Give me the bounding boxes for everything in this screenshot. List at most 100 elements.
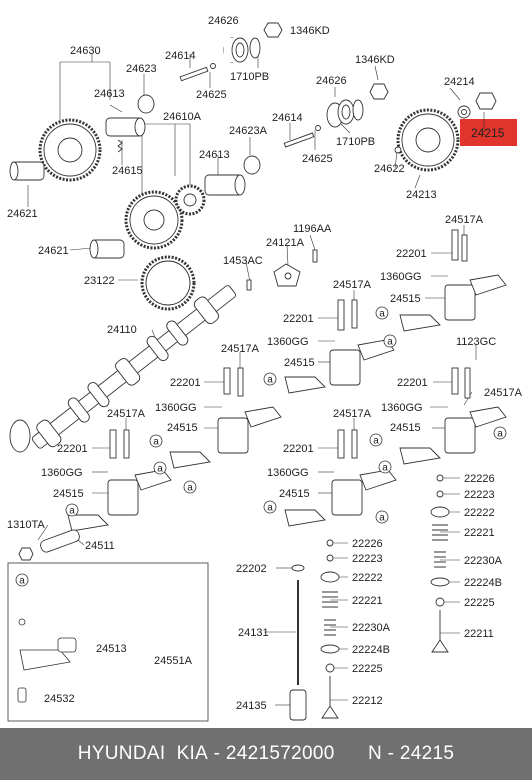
pin-24622 [394,146,402,154]
part-label[interactable]: 22211 [464,628,494,640]
seal-22202 [291,564,305,572]
inset-screw [17,687,27,703]
pin-1453ac [246,279,252,291]
part-label[interactable]: 22230A [464,555,503,567]
part-label[interactable]: 22221 [464,527,495,539]
rocker-group-right-mid [399,367,507,465]
marker-letter: a [153,437,159,448]
collar-24623 [137,94,155,114]
part-label[interactable]: 24135 [236,700,267,712]
valve-22211 [431,610,449,653]
part-label[interactable]: 24513 [96,643,127,655]
part-label[interactable]: 1360GG [380,271,422,283]
part-label[interactable]: 1310TA [7,519,45,531]
part-label[interactable]: 22224B [352,644,390,656]
part-label[interactable]: 24613 [94,88,125,100]
part-label[interactable]: 1360GG [267,336,309,348]
bolt-1196aa [312,249,318,263]
valve-trains [289,474,450,721]
part-label[interactable]: 1360GG [155,402,197,414]
part-label[interactable]: 22223 [464,489,495,501]
marker-letter: a [497,429,503,440]
part-label[interactable]: 24511 [85,540,115,552]
part-label[interactable]: 24630 [70,45,101,57]
part-label[interactable]: 24110 [107,324,137,336]
part-label[interactable]: 24626 [316,75,347,87]
marker-letter: a [267,375,273,386]
rocker-group-center [169,367,282,469]
part-label[interactable]: 22230A [352,622,391,634]
part-label[interactable]: 1360GG [267,467,309,479]
part-label[interactable]: 1196AA [293,223,332,235]
part-label[interactable]: 1453AC [223,255,263,267]
part-label[interactable]: 24517A [333,279,372,291]
part-label[interactable]: 1710PB [230,71,269,83]
part-label[interactable]: 1710PB [336,136,375,148]
part-label[interactable]: 22225 [464,597,495,609]
part-label[interactable]: 24214 [444,76,475,88]
part-label[interactable]: 24614 [165,50,196,62]
part-label[interactable]: 22221 [352,595,383,607]
footer-bar: HYUNDAI KIA - 2421572000 N - 24215 [0,728,532,780]
part-label[interactable]: 24515 [390,422,421,434]
nut-1346kd-right [369,83,389,100]
part-label[interactable]: 24515 [167,422,198,434]
part-label[interactable]: 1360GG [41,467,83,479]
part-label[interactable]: 22201 [283,313,314,325]
marker-letter: a [382,463,388,474]
camshaft-end [9,419,31,453]
nut-1346kd-top [263,22,283,38]
part-label[interactable]: 22212 [352,695,383,707]
part-label[interactable]: 24515 [279,488,310,500]
part-label[interactable]: 24626 [208,15,239,27]
part-label[interactable]: 24625 [302,153,333,165]
part-label[interactable]: 22226 [464,473,495,485]
part-label[interactable]: 1346KD [355,54,395,66]
part-label[interactable]: 24517A [221,343,260,355]
inset-bushing [57,637,77,653]
part-label[interactable]: 24613 [199,149,230,161]
part-label[interactable]: 24515 [390,293,421,305]
part-label[interactable]: 1360GG [381,402,423,414]
part-label[interactable]: 24131 [238,627,269,639]
part-label[interactable]: 24517A [484,387,523,399]
part-label[interactable]: 22201 [396,248,427,260]
spring-22230a-mid [324,619,336,636]
part-label[interactable]: 1123GC [456,336,496,348]
part-label[interactable]: 22222 [352,572,383,584]
part-label[interactable]: 24621 [38,245,69,257]
part-label[interactable]: 24517A [445,214,484,226]
part-label[interactable]: 24625 [196,89,227,101]
part-label[interactable]: 24121A [266,237,305,249]
part-label[interactable]: 24614 [272,112,303,124]
part-label[interactable]: 24517A [333,408,372,420]
part-label[interactable]: 24621 [7,208,38,220]
part-label[interactable]: 24623 [126,63,157,75]
part-label[interactable]: 24515 [53,488,84,500]
part-label[interactable]: 22224B [464,577,502,589]
part-label[interactable]: 22202 [236,563,267,575]
part-label[interactable]: 24517A [107,408,146,420]
part-label[interactable]: 24622 [374,163,405,175]
part-label[interactable]: 22226 [352,538,383,550]
part-label[interactable]: 24610A [163,111,202,123]
part-label[interactable]: 22201 [283,443,314,455]
part-label[interactable]: 24615 [112,165,143,177]
part-label[interactable]: 22201 [170,377,201,389]
part-label[interactable]: 22201 [397,377,428,389]
part-label[interactable]: 24551A [154,655,193,667]
part-label[interactable]: 24213 [406,189,437,201]
part-label[interactable]: 24515 [284,357,315,369]
footer-ref: N - 24215 [368,743,455,764]
part-label[interactable]: 1346KD [290,25,330,37]
part-label[interactable]: 24623A [229,125,268,137]
part-label[interactable]: 22225 [352,663,383,675]
nut-1310ta [18,547,34,561]
highlighted-part-label[interactable]: 24215 [471,126,505,140]
part-label[interactable]: 22201 [57,443,88,455]
part-label[interactable]: 22223 [352,553,383,565]
part-label[interactable]: 24532 [44,693,75,705]
part-label[interactable]: 22222 [464,507,495,519]
part-label[interactable]: 23122 [84,275,115,287]
rocker-group-lower [284,429,397,527]
